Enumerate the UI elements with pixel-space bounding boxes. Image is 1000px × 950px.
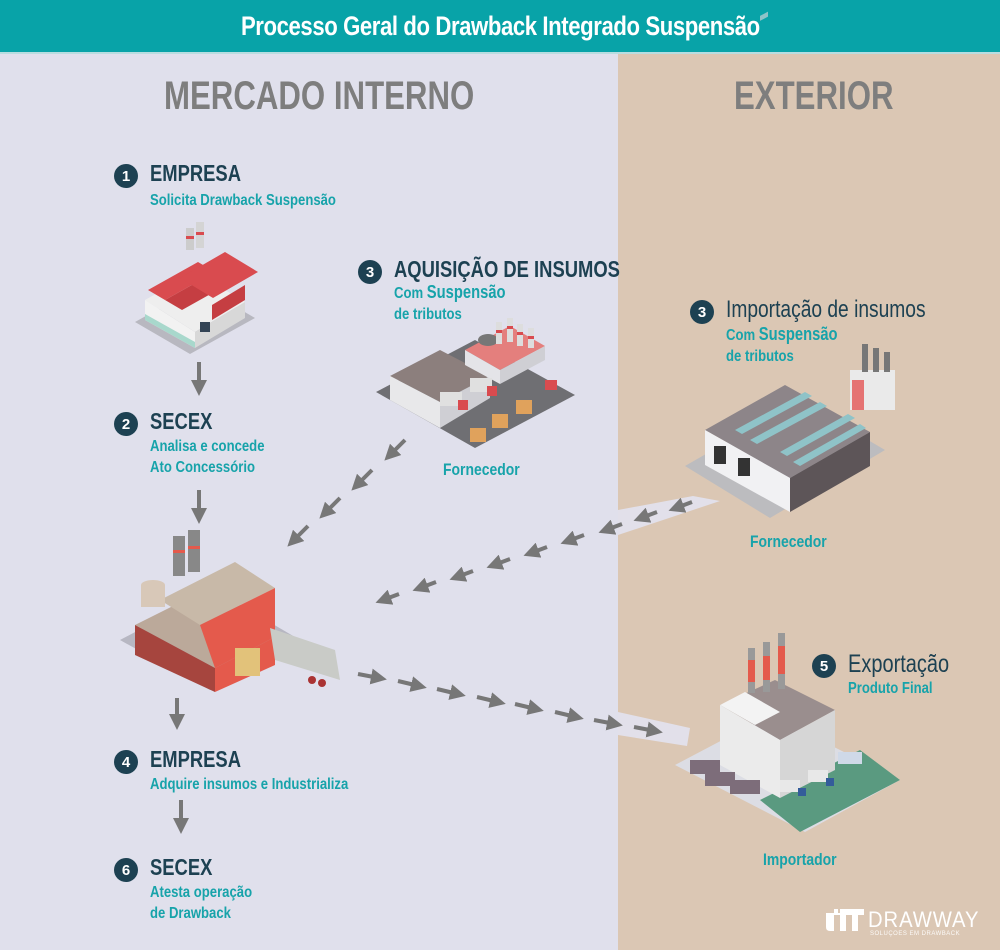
- header-bar: Processo Geral do Drawback Integrado Sus…: [0, 0, 1000, 54]
- mercado-interno-panel: [0, 54, 618, 950]
- step-title: Importação de insumos: [726, 296, 926, 323]
- step-number-badge: 5: [812, 654, 836, 678]
- step-title: SECEX: [150, 408, 213, 434]
- step-description-line-1: Atesta operação: [150, 884, 253, 901]
- logo-tagline: SOLUÇÕES EM DRAWBACK: [870, 931, 961, 937]
- text-prefix: Com: [394, 285, 427, 302]
- step-number-badge: 1: [114, 164, 138, 188]
- step-description-line-2: de Drawback: [150, 905, 231, 922]
- arrow-factory-to-importer: [357, 668, 663, 738]
- caption-fornecedor-foreign: Fornecedor: [750, 532, 827, 551]
- step-title: EMPRESA: [150, 160, 241, 186]
- step-description: Produto Final: [848, 680, 933, 697]
- caption-fornecedor-domestic: Fornecedor: [443, 460, 520, 479]
- step-number-badge: 4: [114, 750, 138, 774]
- solar-warehouse-icon: [685, 11, 895, 518]
- importer-plant-icon: [675, 633, 900, 832]
- red-roof-factory-icon: [135, 222, 258, 354]
- logo-wordmark: DRAWWAY: [868, 907, 980, 932]
- step-title: SECEX: [150, 854, 213, 880]
- page-title: Processo Geral do Drawback Integrado Sus…: [240, 10, 760, 41]
- step-title: EMPRESA: [150, 746, 241, 772]
- zone-title-mercado-interno: MERCADO INTERNO: [164, 74, 475, 118]
- step-description-line-1: Analisa e concede: [150, 438, 265, 455]
- step-description-line-1: Com Suspensão: [394, 282, 506, 304]
- text-highlight: Suspensão: [758, 324, 838, 344]
- text-highlight: Suspensão: [426, 282, 506, 302]
- step-description-line-2: de tributos: [394, 306, 462, 323]
- step-number-badge: 3: [690, 300, 714, 324]
- arrow-foreign-supplier-to-factory: [375, 497, 693, 605]
- import-route-band: [618, 496, 720, 535]
- step-description: Solicita Drawback Suspensão: [150, 192, 336, 209]
- warehouse-trucks-icon: [376, 318, 575, 448]
- step-number-badge: 3: [358, 260, 382, 284]
- step-description-line-2: Ato Concessório: [150, 459, 255, 476]
- step-description-line-1: Com Suspensão: [726, 324, 838, 346]
- text-prefix: Com: [726, 327, 759, 344]
- step-description-line-2: de tributos: [726, 348, 794, 365]
- step-description: Adquire insumos e Industrializa: [150, 776, 349, 793]
- zone-title-exterior: EXTERIOR: [734, 74, 894, 118]
- arrow-domestic-supplier-to-factory: [287, 438, 407, 547]
- step-number-badge: 6: [114, 858, 138, 882]
- step-title: AQUISIÇÃO DE INSUMOS: [394, 256, 620, 282]
- step-number-badge: 2: [114, 412, 138, 436]
- industrial-plant-icon: [120, 530, 340, 692]
- drawway-logo-mark-icon: [820, 909, 864, 931]
- step-title: Exportação: [848, 650, 950, 678]
- caption-importador: Importador: [763, 850, 837, 869]
